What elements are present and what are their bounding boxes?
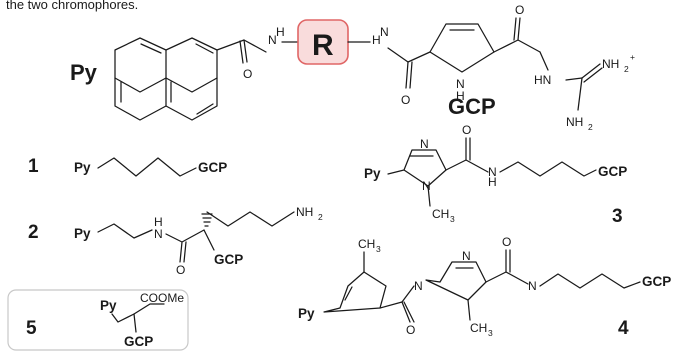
pyrrole-methyl-sub: 3 (376, 244, 381, 254)
guanidine-nh2plus: NH (602, 57, 619, 71)
imidazole-ring (387, 137, 597, 207)
imidazole-methyl-sub: 3 (488, 328, 493, 338)
caption-fragment: the two chromophores. (6, 0, 138, 12)
pyrrole-amide-o: O (406, 323, 415, 337)
ethyl-linker (97, 223, 153, 239)
pyrrole-ring (429, 17, 541, 73)
amide-h: H (154, 215, 163, 229)
pyrene-ring (114, 37, 218, 121)
py-label: Py (298, 306, 315, 321)
hashed-wedge (201, 213, 213, 227)
gcp-label: GCP (198, 160, 227, 175)
gcp-label: GCP (642, 274, 671, 289)
lysine-side-chain (206, 211, 295, 227)
amide-left-h: H (276, 25, 285, 39)
guanidine-bonds (539, 51, 603, 111)
amide-right-h: H (372, 33, 381, 47)
py-label: Py (70, 60, 98, 85)
compound-5: 5 Py COOMe GCP (7, 289, 189, 351)
amide-o: O (462, 123, 471, 137)
imidazole-methyl: CH (470, 321, 487, 335)
gcp-label: GCP (598, 164, 627, 179)
compound-number: 2 (28, 222, 39, 243)
amide-n: N (488, 165, 497, 179)
methyl-label: CH (432, 207, 449, 221)
compound-number: 5 (26, 318, 37, 339)
compound-4: Py CH 3 O N N CH 3 O N GCP 4 (298, 235, 671, 339)
acyl-o: O (515, 3, 524, 17)
ester-label: COOMe (140, 291, 184, 305)
amide-bonds (165, 229, 205, 263)
compound-number: 4 (618, 318, 629, 339)
compound-number: 1 (28, 156, 39, 177)
gcp-label: GCP (214, 252, 243, 267)
amide-h: H (488, 175, 497, 189)
compound-3: Py N N CH 3 O H N GCP 3 (364, 123, 627, 227)
amide-right-bonds (347, 41, 431, 89)
pyrrole-imidazole-chain (323, 249, 641, 323)
pyrrole-n: N (456, 77, 465, 91)
py-label: Py (74, 226, 91, 241)
r-group-label: R (312, 29, 334, 62)
amide-right-n: N (380, 25, 389, 39)
butyl-linker (97, 157, 197, 177)
amine-label: NH (296, 205, 313, 219)
general-structure: Py O N H R H N O N H O (70, 3, 635, 132)
compound-2: 2 Py N H O GCP NH 2 (28, 205, 323, 277)
compound-5-frame (7, 289, 189, 351)
py-label: Py (364, 166, 381, 181)
amide-left-o: O (243, 67, 252, 81)
pyrrole-methyl: CH (358, 237, 375, 251)
gcp-label: GCP (448, 94, 496, 119)
guanidine-plus: + (630, 52, 635, 62)
amide-left-bonds (216, 39, 299, 64)
amide-right-o: O (401, 93, 410, 107)
amide-o: O (176, 263, 185, 277)
guanidine-nh2: NH (566, 115, 583, 129)
amide-left-n: N (268, 33, 277, 47)
amide-o: O (502, 235, 511, 249)
compound-number: 3 (612, 206, 623, 227)
amine-sub: 2 (318, 212, 323, 222)
methyl-sub: 3 (450, 214, 455, 224)
py-label: Py (100, 298, 117, 313)
pyrrole-amide-n: N (414, 279, 423, 293)
guanidine-hn: HN (534, 73, 551, 87)
imidazole-methyl-n: N (422, 179, 431, 193)
guanidine-nh2-sub: 2 (588, 122, 593, 132)
compound-1: 1 Py GCP (28, 156, 227, 177)
amide-n: N (154, 227, 163, 241)
amide-n: N (528, 279, 537, 293)
imidazole-n: N (420, 137, 429, 151)
pyrrole-h: H (456, 89, 465, 103)
py-label: Py (74, 160, 91, 175)
alpha-gcp-bond (133, 313, 137, 333)
guanidine-nh2plus-sub: 2 (624, 64, 629, 74)
gcp-label: GCP (124, 334, 153, 349)
alpha-gcp-bond (203, 229, 215, 251)
imidazole-n: N (462, 249, 471, 263)
